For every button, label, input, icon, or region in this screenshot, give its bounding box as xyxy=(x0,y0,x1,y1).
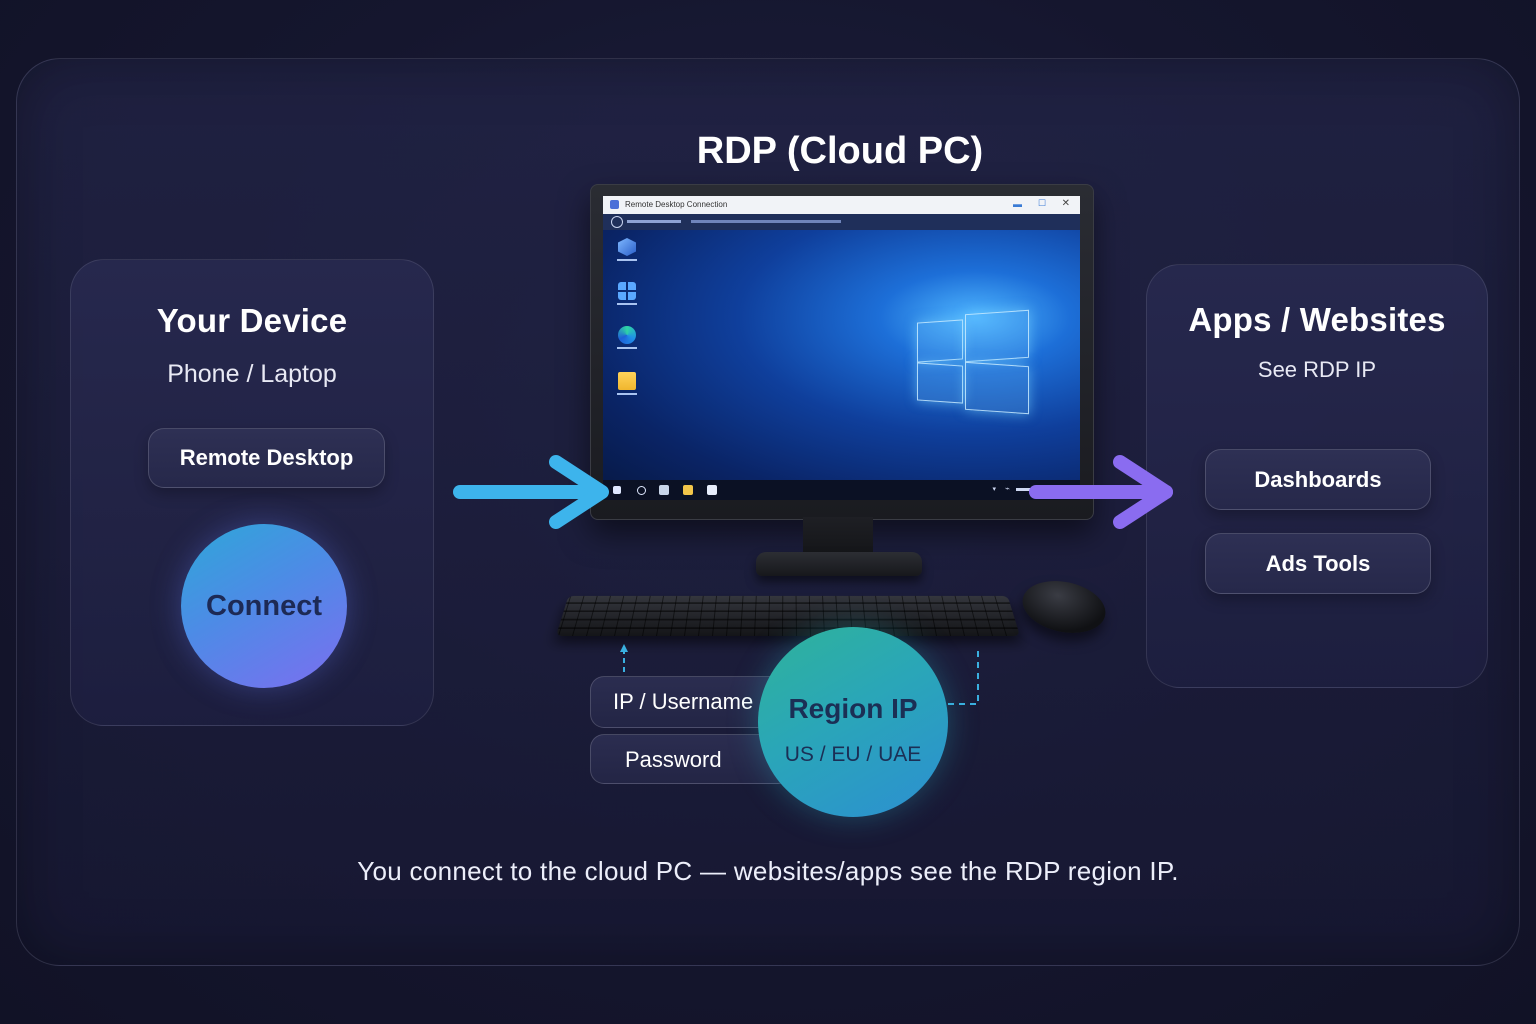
diagram-caption: You connect to the cloud PC — websites/a… xyxy=(357,856,1179,886)
apps-websites-title: Apps / Websites xyxy=(1188,301,1446,338)
desktop-folder-icon[interactable] xyxy=(615,372,639,395)
close-icon[interactable]: ✕ xyxy=(1061,198,1070,209)
connection-info-bar xyxy=(691,220,841,223)
tray-network-icon[interactable]: ⌁ xyxy=(1005,484,1010,493)
connect-button[interactable]: Connect xyxy=(181,524,347,688)
monitor-neck xyxy=(803,517,873,557)
taskbar-app-icon[interactable] xyxy=(659,485,669,495)
region-ip-options: US / EU / UAE xyxy=(784,743,922,766)
dashboards-button[interactable]: Dashboards xyxy=(1205,449,1431,510)
rdp-cloud-pc-title: RDP (Cloud PC) xyxy=(696,130,984,172)
rdp-window-title: Remote Desktop Connection xyxy=(625,200,728,209)
ads-tools-button[interactable]: Ads Tools xyxy=(1205,533,1431,594)
tray-clock-bar xyxy=(1016,488,1038,491)
taskbar: ▾ ⌁ xyxy=(603,480,1080,500)
arrow-out-icon xyxy=(1029,455,1173,529)
maximize-icon[interactable]: ☐ xyxy=(1037,198,1046,208)
dashed-connector xyxy=(620,644,979,705)
desktop-windows-icon[interactable] xyxy=(615,282,639,305)
remote-desktop-screen[interactable]: Remote Desktop Connection ▬ ☐ ✕ ▾ xyxy=(603,196,1080,500)
desktop-edge-icon[interactable] xyxy=(615,326,639,349)
minimize-icon[interactable]: ▬ xyxy=(1013,199,1022,209)
rdp-window-titlebar: Remote Desktop Connection ▬ ☐ ✕ xyxy=(603,196,1080,214)
rdp-connection-bar xyxy=(603,214,1080,230)
remote-desktop-button[interactable]: Remote Desktop xyxy=(148,428,385,488)
taskbar-store-icon[interactable] xyxy=(707,485,717,495)
your-device-title: Your Device xyxy=(156,302,348,339)
password-field[interactable]: Password xyxy=(590,734,792,784)
tray-chevron-icon[interactable]: ▾ xyxy=(992,486,996,493)
connection-text-bar xyxy=(627,220,681,223)
monitor-stand xyxy=(756,552,922,576)
start-icon[interactable] xyxy=(613,486,621,494)
search-icon[interactable] xyxy=(637,486,646,495)
ip-username-label: IP / Username xyxy=(613,689,754,714)
region-ip-selector[interactable]: Region IP US / EU / UAE xyxy=(758,627,948,817)
connection-icon xyxy=(611,216,623,228)
taskbar-folder-icon[interactable] xyxy=(683,485,693,495)
rdp-app-icon xyxy=(610,200,619,209)
password-label: Password xyxy=(625,747,722,772)
apps-websites-subtitle: See RDP IP xyxy=(1257,357,1377,382)
your-device-subtitle: Phone / Laptop xyxy=(167,360,337,388)
desktop-shield-icon[interactable] xyxy=(615,238,639,261)
region-ip-title: Region IP xyxy=(788,693,918,724)
arrow-in-icon xyxy=(453,455,609,529)
